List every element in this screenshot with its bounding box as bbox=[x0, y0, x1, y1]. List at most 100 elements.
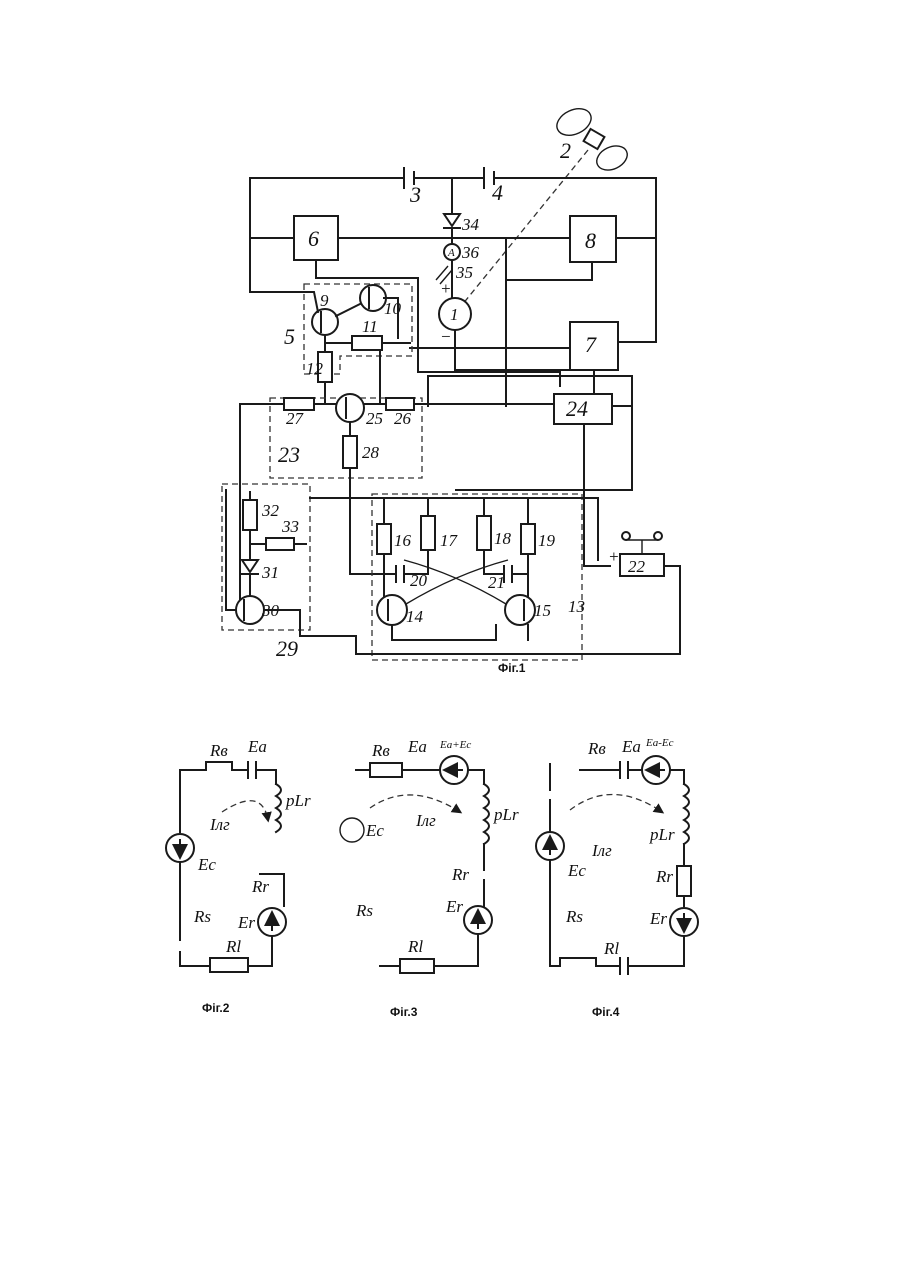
fig2-rl: Rl bbox=[225, 937, 241, 956]
label-8: 8 bbox=[585, 228, 596, 253]
fig3-er: Er bbox=[445, 897, 463, 916]
label-7: 7 bbox=[585, 332, 597, 357]
label-32: 32 bbox=[261, 501, 280, 520]
label-9: 9 bbox=[320, 291, 329, 310]
fig3-ec: Eс bbox=[365, 821, 384, 840]
fig4-eeec: Eа-Eс bbox=[645, 737, 674, 749]
minus-sign: − bbox=[440, 327, 451, 346]
label-31: 31 bbox=[261, 563, 279, 582]
label-5: 5 bbox=[284, 324, 295, 349]
resistor-33 bbox=[266, 538, 294, 550]
fig3-plr: pLr bbox=[493, 805, 519, 824]
transistor-9 bbox=[312, 309, 338, 335]
resistor-32 bbox=[243, 500, 257, 530]
source-ea-ec-fig4 bbox=[642, 756, 670, 784]
fig4-ec: Eс bbox=[567, 861, 586, 880]
label-11: 11 bbox=[362, 317, 378, 336]
label-4: 4 bbox=[492, 180, 503, 205]
capacitor-21 bbox=[504, 566, 512, 582]
diode-31 bbox=[242, 560, 258, 574]
fig4-rb: Rв bbox=[587, 739, 606, 758]
resistor-11 bbox=[352, 336, 382, 350]
transistor-10 bbox=[360, 285, 386, 311]
label-27: 27 bbox=[286, 409, 305, 428]
label-25: 25 bbox=[366, 409, 383, 428]
fig2-rb: Rв bbox=[209, 741, 228, 760]
source-er-fig4 bbox=[670, 908, 698, 936]
label-36: 36 bbox=[461, 243, 480, 262]
label-35: 35 bbox=[455, 263, 473, 282]
label-12: 12 bbox=[306, 359, 324, 378]
plus-22: + bbox=[608, 547, 619, 566]
anemometer-icon bbox=[622, 532, 662, 554]
transistor-30 bbox=[236, 596, 264, 624]
source-ec-fig3 bbox=[340, 818, 364, 842]
resistor-17 bbox=[421, 516, 435, 550]
capacitor-20 bbox=[396, 566, 404, 582]
fig3-rl: Rl bbox=[407, 937, 423, 956]
fig2-ec: Eс bbox=[197, 855, 216, 874]
label-22: 22 bbox=[628, 557, 646, 576]
source-er-fig2 bbox=[258, 908, 286, 936]
fig3-eeec: Eа+Eс bbox=[439, 739, 471, 751]
figure-1: 2 3 4 34 A 36 bbox=[222, 104, 680, 675]
fig4-er: Er bbox=[649, 909, 667, 928]
label-16: 16 bbox=[394, 531, 412, 550]
source-ec-fig2 bbox=[166, 834, 194, 862]
label-34: 34 bbox=[461, 215, 480, 234]
fig4-rr: Rr bbox=[655, 867, 673, 886]
fig2-er: Er bbox=[237, 913, 255, 932]
resistor-16 bbox=[377, 524, 391, 554]
fig4-rs: Rs bbox=[565, 907, 583, 926]
fig4-ea: Eа bbox=[621, 737, 641, 756]
label-3: 3 bbox=[409, 182, 421, 207]
figure-4: Rв Eа Eа-Eс Iлг pLr Eс Rr Rs Rl Er Фіг.4 bbox=[536, 737, 698, 1019]
label-2: 2 bbox=[560, 138, 571, 163]
fig2-plr: pLr bbox=[285, 791, 311, 810]
resistor-19 bbox=[521, 524, 535, 554]
generator-1: 1 bbox=[439, 298, 471, 330]
label-15: 15 bbox=[534, 601, 551, 620]
fig3-ilr: Iлг bbox=[415, 811, 436, 830]
fig3-rb: Rв bbox=[371, 741, 390, 760]
label-18: 18 bbox=[494, 529, 512, 548]
fig3-ea: Eа bbox=[407, 737, 427, 756]
fig3-rr: Rr bbox=[451, 865, 469, 884]
label-21: 21 bbox=[488, 573, 505, 592]
transistor-15 bbox=[505, 595, 535, 625]
transistor-25 bbox=[336, 394, 364, 422]
source-er-fig3 bbox=[464, 906, 492, 934]
resistor-18 bbox=[477, 516, 491, 550]
label-33: 33 bbox=[281, 517, 299, 536]
label-26: 26 bbox=[394, 409, 412, 428]
propeller-icon bbox=[462, 104, 631, 305]
svg-text:A: A bbox=[447, 247, 455, 259]
figure-2-caption: Фіг.2 bbox=[202, 1001, 230, 1015]
figure-2: Rв Eа Iлг pLr Eс Rr Rs Rl Er Фіг.2 bbox=[166, 737, 311, 1015]
diode-34 bbox=[444, 214, 460, 228]
source-ea-ec-fig3 bbox=[440, 756, 468, 784]
label-19: 19 bbox=[538, 531, 556, 550]
label-17: 17 bbox=[440, 531, 459, 550]
fig2-ea: Eа bbox=[247, 737, 267, 756]
label-6: 6 bbox=[308, 226, 319, 251]
figure-1-caption: Фіг.1 bbox=[498, 661, 526, 675]
fig2-rr: Rr bbox=[251, 877, 269, 896]
label-13: 13 bbox=[568, 597, 585, 616]
fig4-rl: Rl bbox=[603, 939, 619, 958]
figure-3-caption: Фіг.3 bbox=[390, 1005, 418, 1019]
label-14: 14 bbox=[406, 607, 424, 626]
fig3-rs: Rs bbox=[355, 901, 373, 920]
label-24: 24 bbox=[566, 396, 588, 421]
fig2-rs: Rs bbox=[193, 907, 211, 926]
label-29: 29 bbox=[276, 636, 298, 661]
fig4-ilr: Iлг bbox=[591, 841, 612, 860]
fig2-ilr: Iлг bbox=[209, 815, 230, 834]
label-20: 20 bbox=[410, 571, 428, 590]
label-23: 23 bbox=[278, 442, 300, 467]
figure-4-caption: Фіг.4 bbox=[592, 1005, 620, 1019]
resistor-28 bbox=[343, 436, 357, 468]
transistor-14 bbox=[377, 595, 407, 625]
source-ec-fig4 bbox=[536, 832, 564, 860]
